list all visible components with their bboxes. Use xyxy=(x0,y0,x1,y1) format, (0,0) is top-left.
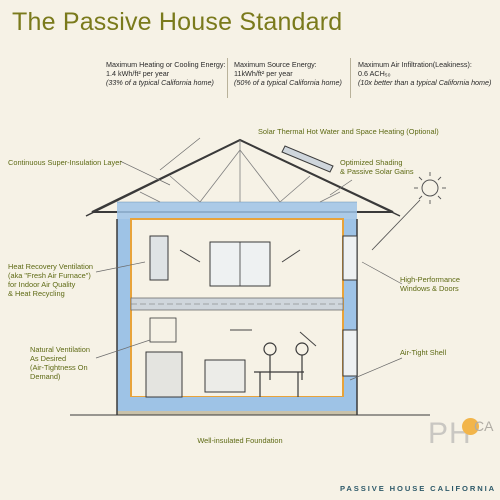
hrv-unit xyxy=(149,235,169,281)
left-wall-insulation xyxy=(117,219,131,411)
metric-comparison: (10x better than a typical California ho… xyxy=(358,78,492,87)
metric-comparison: (33% of a typical California home) xyxy=(106,78,214,87)
metric-divider xyxy=(350,58,351,98)
right-upper-window xyxy=(342,235,358,281)
label-foundation: Well-insulated Foundation xyxy=(197,436,283,445)
metric-value: 0.6 ACH₅₀ xyxy=(358,69,391,78)
low-cabinet xyxy=(204,359,246,393)
metric-heating-cooling: Maximum Heating or Cooling Energy: 1.4 k… xyxy=(106,60,226,87)
metric-divider xyxy=(227,58,228,98)
kitchen-counter xyxy=(145,351,183,398)
label-solar-thermal: Solar Thermal Hot Water and Space Heatin… xyxy=(258,127,439,136)
label-natural-ventilation: Natural Ventilation As Desired (Air-Tigh… xyxy=(30,345,90,381)
right-lower-window xyxy=(342,329,358,377)
roof-eave-right xyxy=(239,139,401,217)
metric-name: Maximum Source Energy: xyxy=(234,60,317,69)
dining-scene xyxy=(254,342,309,397)
label-shading: Optimized Shading & Passive Solar Gains xyxy=(340,158,414,176)
leader-lines xyxy=(95,137,403,381)
footer-brand: PASSIVE HOUSE CALIFORNIA xyxy=(340,484,497,493)
solar-panel xyxy=(281,145,334,173)
sun-rays xyxy=(414,172,446,204)
roof-trusses xyxy=(139,140,341,203)
attic-insulation xyxy=(117,202,357,219)
kitchen-cabinet xyxy=(149,317,177,343)
metric-air-infiltration: Maximum Air Infiltration(Leakiness): 0.6… xyxy=(358,60,498,87)
roof-eave-left xyxy=(85,139,241,217)
ventilation-arrows xyxy=(179,249,317,347)
foundation-insulation xyxy=(117,397,357,411)
label-super-insulation: Continuous Super-Insulation Layer xyxy=(8,158,122,167)
sun xyxy=(421,179,439,197)
metric-value: 1.4 kWh/ft² per year xyxy=(106,69,170,78)
label-windows: High-Performance Windows & Doors xyxy=(400,275,460,293)
sun-ray-path xyxy=(371,199,421,251)
page-title: The Passive House Standard xyxy=(12,8,343,36)
label-hrv: Heat Recovery Ventilation (aka "Fresh Ai… xyxy=(8,262,94,298)
metric-name: Maximum Air Infiltration(Leakiness): xyxy=(358,60,472,69)
roof-outline xyxy=(91,138,394,213)
metric-value: 11kWh/ft² per year xyxy=(234,69,293,78)
metric-name: Maximum Heating or Cooling Energy: xyxy=(106,60,226,69)
label-airtight-shell: Air-Tight Shell xyxy=(400,348,447,357)
logo-circle xyxy=(462,418,479,435)
metric-comparison: (50% of a typical California home) xyxy=(234,78,342,87)
logo-suffix: CA xyxy=(474,418,494,434)
metric-source-energy: Maximum Source Energy: 11kWh/ft² per yea… xyxy=(234,60,349,87)
